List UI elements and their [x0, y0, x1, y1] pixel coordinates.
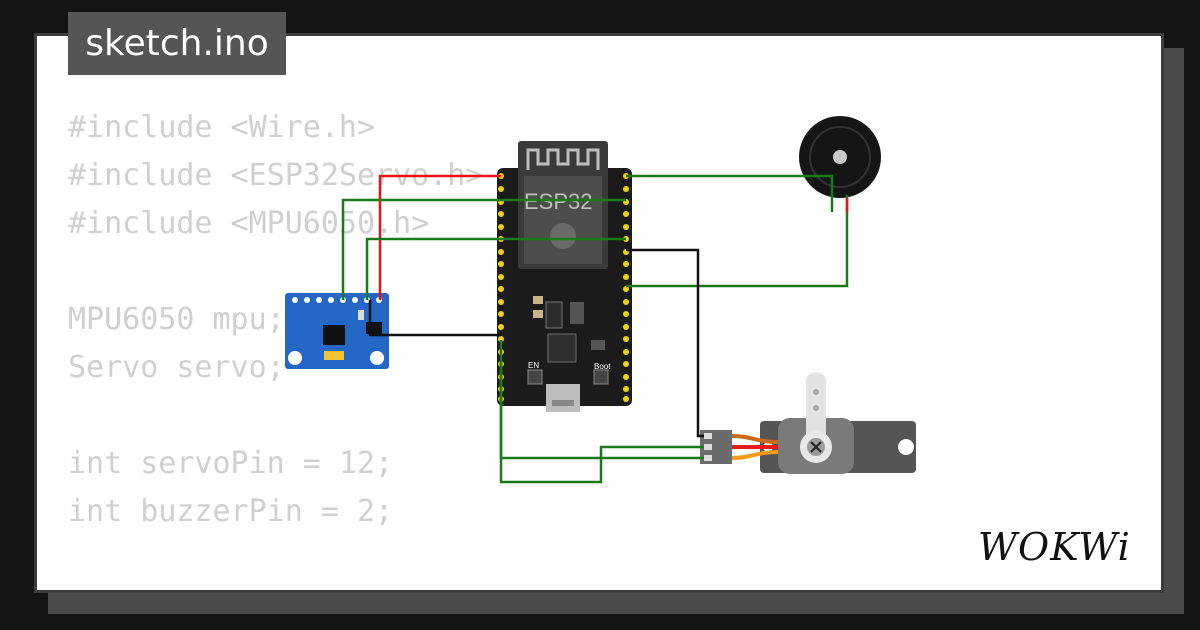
code-line: int buzzerPin = 2; [68, 494, 394, 529]
espressif-logo-icon [550, 223, 576, 249]
wire-red-vcc [378, 174, 501, 300]
esp32-label: ESP32 [524, 189, 593, 214]
code-line: int servoPin = 12; [68, 446, 394, 481]
wire-black-servo-gnd [626, 248, 704, 438]
code-preview: #include <Wire.h>#include <ESP32Servo.h>… [68, 104, 483, 590]
buzzer[interactable] [799, 116, 881, 198]
wire-green-scl [365, 237, 626, 300]
code-line: #include <Wire.h> [68, 110, 376, 145]
wire-green-servo-signal [499, 362, 704, 484]
mpu6050-module[interactable] [285, 293, 389, 369]
file-tab[interactable]: sketch.ino [68, 12, 286, 75]
wires [341, 174, 849, 484]
esp32-board[interactable]: ESP32 Boot EN [497, 141, 632, 412]
wire-green-sda [341, 198, 626, 300]
boot-button[interactable] [593, 369, 609, 385]
wire-black-gnd-mpu [368, 300, 501, 337]
usb-port [546, 384, 580, 412]
code-line: #include <MPU6050.h> [68, 206, 430, 241]
wokwi-logo[interactable]: WOKWi [976, 522, 1152, 572]
en-label: EN [528, 361, 539, 370]
wire-green-buzzer-gnd [626, 195, 849, 288]
code-line: Servo servo; [68, 350, 285, 385]
servo-motor[interactable] [700, 372, 916, 474]
boot-label: Boot [594, 362, 611, 371]
code-line: MPU6050 mpu; [68, 302, 285, 337]
wokwi-logo-text: WOKWi [978, 525, 1131, 569]
en-button[interactable] [527, 369, 543, 385]
wire-green-buzzer-signal [626, 174, 834, 212]
